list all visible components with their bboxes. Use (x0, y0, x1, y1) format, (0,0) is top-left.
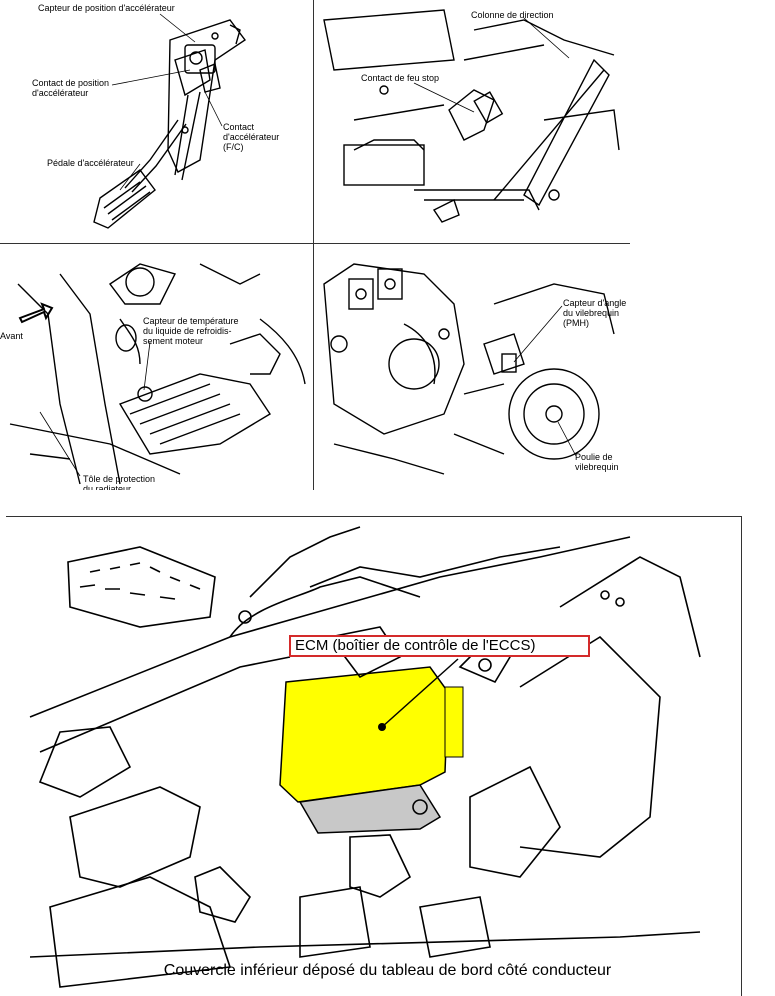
steering-column-drawing (323, 9, 620, 223)
divider-vertical (313, 0, 314, 490)
label-front: Avant (0, 331, 23, 341)
label-crankshaft-pulley: Poulie de vilebrequin (575, 452, 619, 472)
label-crankshaft-angle-sensor: Capteur d'angle du vilebrequin (PMH) (563, 298, 627, 328)
label-accelerator-position-sensor: Capteur de position d'accélérateur (38, 3, 175, 13)
ecm-label-box: ECM (boîtier de contrôle de l'ECCS) (289, 635, 590, 657)
ecm-pointer-dot (378, 723, 386, 731)
label-accelerator-position-contact: Contact de position d'accélérateur (32, 78, 110, 98)
label-radiator-protection-sheet: Tôle de protection du radiateur (83, 474, 156, 490)
label-steering-column: Colonne de direction (471, 10, 554, 20)
panel-accelerator-pedal: Capteur de position d'accélérateur Conta… (0, 0, 313, 243)
accelerator-pedal-drawing (93, 13, 247, 229)
divider-bottom-right (741, 516, 742, 996)
label-accelerator-pedal: Pédale d'accélérateur (47, 158, 134, 168)
panel-coolant-sensor: Avant Capteur de température du liquide … (0, 244, 313, 490)
panel-steering-column: Colonne de direction Contact de feu stop (314, 0, 630, 243)
label-accelerator-contact-fc: Contact d'accélérateur (F/C) (223, 122, 280, 152)
divider-bottom-frame (6, 516, 742, 517)
divider-horizontal (0, 243, 630, 244)
panel-ecm-location (0, 517, 741, 996)
ecm-highlight (279, 666, 449, 803)
label-coolant-temp-sensor: Capteur de température du liquide de ref… (143, 316, 239, 346)
panel-crankshaft-sensor: Capteur d'angle du vilebrequin (PMH) Pou… (314, 244, 630, 490)
ecm-location-drawing (29, 526, 701, 988)
crankshaft-sensor-drawing (323, 263, 615, 475)
label-stop-light-switch: Contact de feu stop (361, 73, 440, 83)
caption-lower-dash-cover: Couvercle inférieur déposé du tableau de… (163, 962, 612, 979)
coolant-sensor-drawing (9, 263, 306, 485)
ecm-bracket (298, 784, 442, 834)
